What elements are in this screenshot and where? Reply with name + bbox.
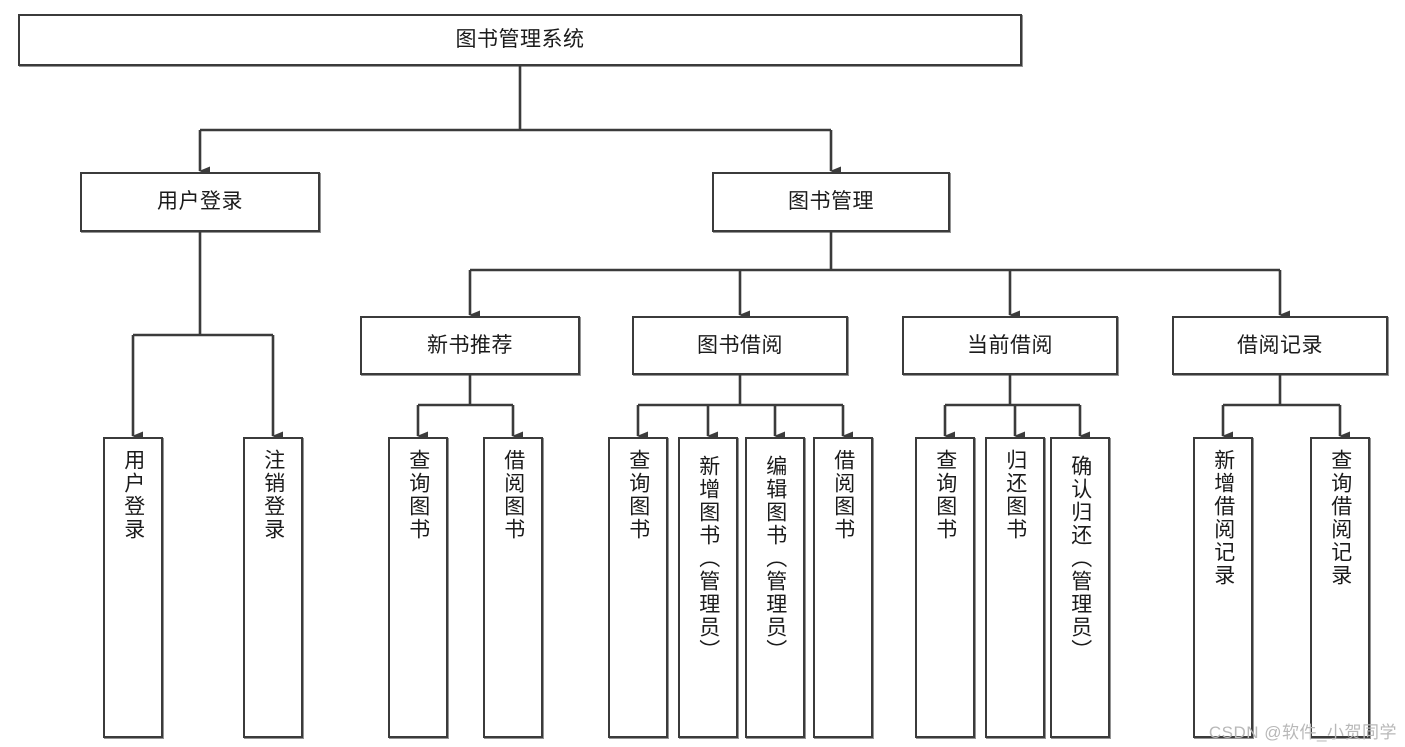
node-book-borrow[interactable]: 图书借阅: [632, 316, 848, 375]
node-label: 图书管理系统: [455, 28, 585, 52]
node-label: 借阅记录: [1237, 333, 1323, 357]
node-label: 查询图书: [626, 449, 650, 541]
node-label: 编辑图书（管理员）: [763, 455, 787, 662]
leaf-add-borrow-record[interactable]: 新增借阅记录: [1193, 437, 1253, 738]
node-label: 用户登录: [157, 190, 243, 214]
node-label: 注销登录: [261, 449, 285, 541]
node-label: 归还图书: [1003, 449, 1027, 541]
leaf-edit-book[interactable]: 编辑图书（管理员）: [745, 437, 805, 738]
node-label: 新增图书（管理员）: [696, 455, 720, 662]
node-current-borrow[interactable]: 当前借阅: [902, 316, 1118, 375]
node-label: 借阅图书: [831, 449, 855, 541]
leaf-borrow-book-1[interactable]: 借阅图书: [483, 437, 543, 738]
leaf-query-book-2[interactable]: 查询图书: [608, 437, 668, 738]
node-book-manage[interactable]: 图书管理: [712, 172, 950, 232]
leaf-logout[interactable]: 注销登录: [243, 437, 303, 738]
leaf-query-book-3[interactable]: 查询图书: [915, 437, 975, 738]
leaf-return-book[interactable]: 归还图书: [985, 437, 1045, 738]
node-label: 借阅图书: [501, 449, 525, 541]
node-label: 查询借阅记录: [1328, 449, 1352, 587]
node-label: 图书管理: [788, 190, 874, 214]
leaf-query-borrow-record[interactable]: 查询借阅记录: [1310, 437, 1370, 738]
node-label: 新增借阅记录: [1211, 449, 1235, 587]
leaf-user-login[interactable]: 用户登录: [103, 437, 163, 738]
node-label: 确认归还（管理员）: [1068, 455, 1092, 662]
leaf-borrow-book-2[interactable]: 借阅图书: [813, 437, 873, 738]
node-label: 图书借阅: [697, 333, 783, 357]
node-label: 查询图书: [406, 449, 430, 541]
node-borrow-record[interactable]: 借阅记录: [1172, 316, 1388, 375]
node-label: 用户登录: [121, 449, 145, 541]
node-label: 查询图书: [933, 449, 957, 541]
leaf-add-book[interactable]: 新增图书（管理员）: [678, 437, 738, 738]
node-user-login[interactable]: 用户登录: [80, 172, 320, 232]
node-label: 当前借阅: [967, 333, 1053, 357]
leaf-query-book-1[interactable]: 查询图书: [388, 437, 448, 738]
node-root[interactable]: 图书管理系统: [18, 14, 1022, 66]
node-new-book-recommend[interactable]: 新书推荐: [360, 316, 580, 375]
leaf-confirm-return[interactable]: 确认归还（管理员）: [1050, 437, 1110, 738]
csdn-watermark: CSDN @软件_小贺同学: [1208, 723, 1397, 742]
node-label: 新书推荐: [427, 333, 513, 357]
